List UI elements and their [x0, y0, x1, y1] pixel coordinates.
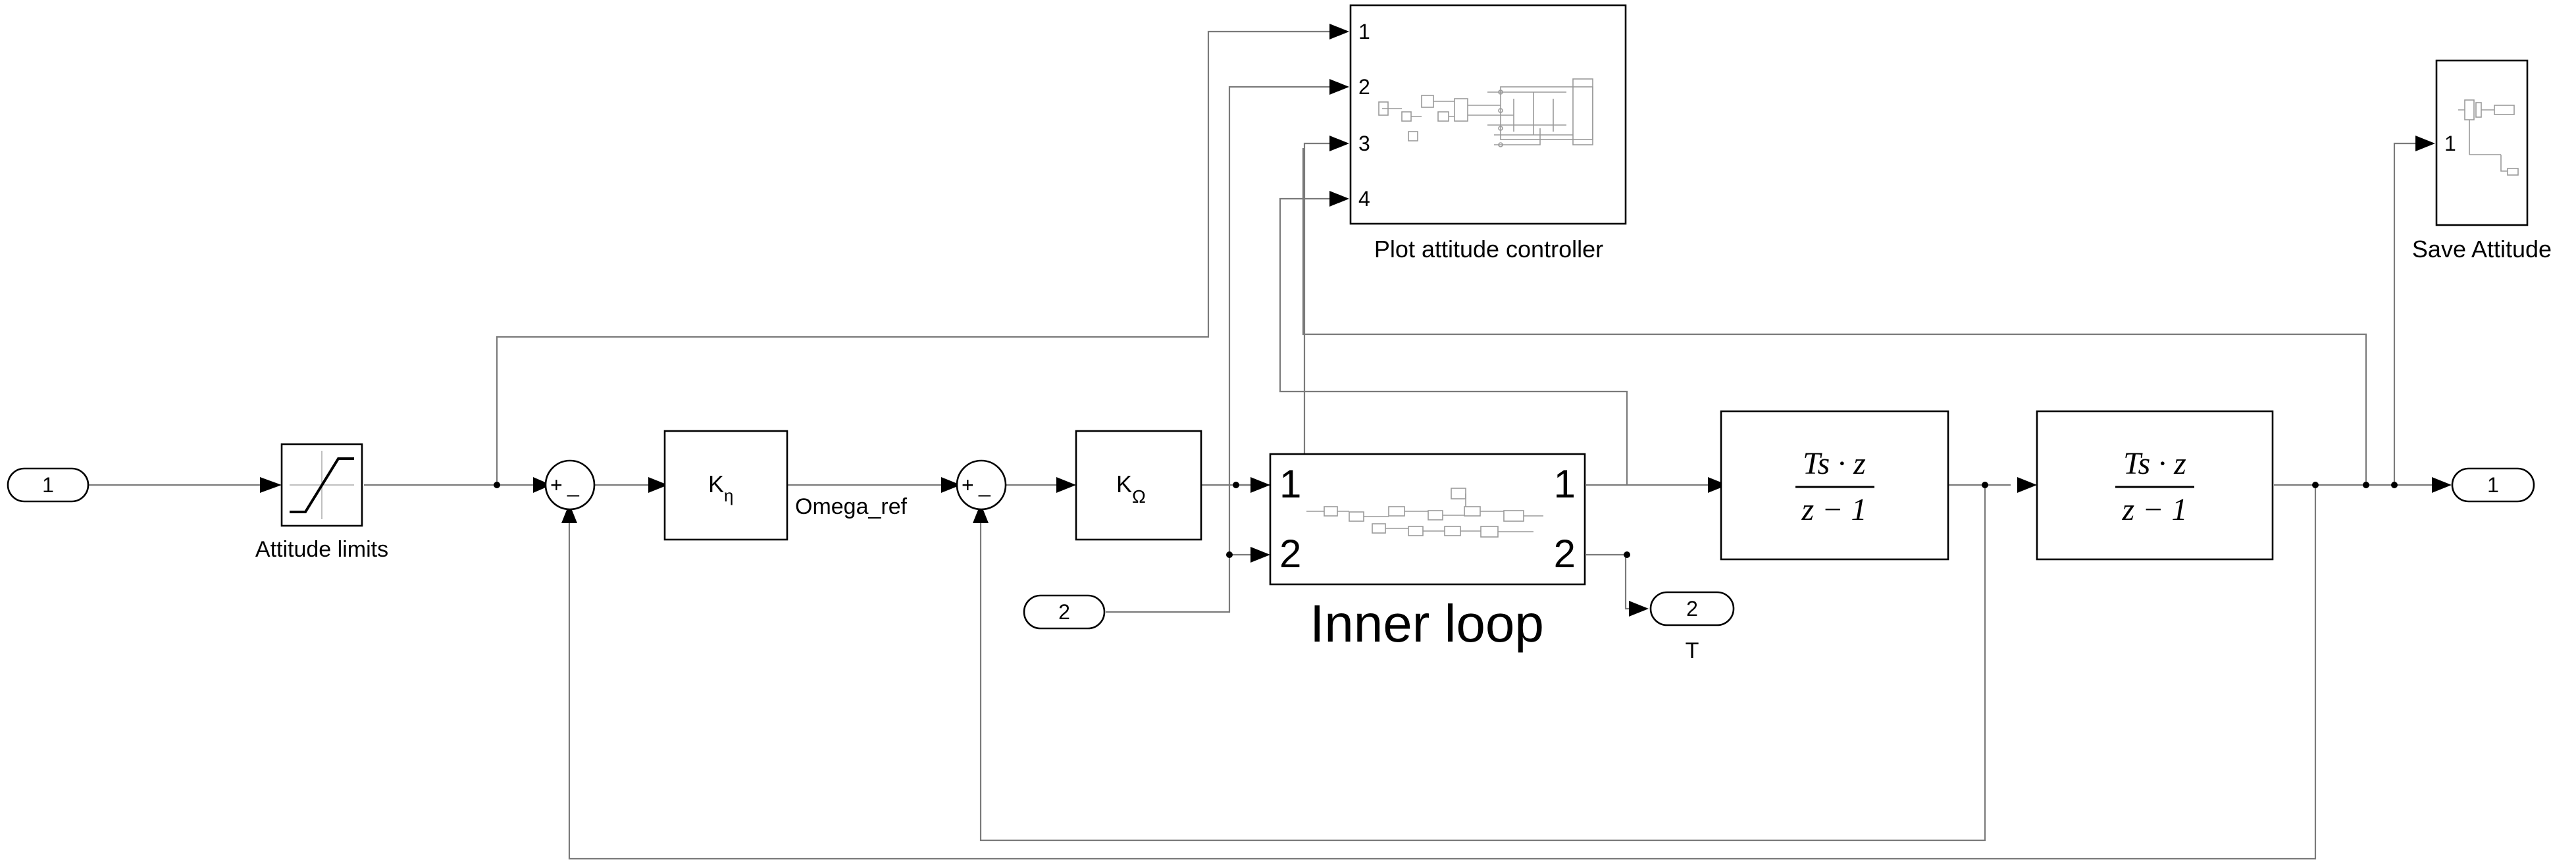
inner-loop-name: Inner loop [1310, 594, 1544, 653]
save-port-label: 1 [2444, 132, 2456, 155]
inport-2[interactable]: 2 [1023, 594, 1106, 630]
plot-name: Plot attitude controller [1374, 236, 1603, 263]
gain-eta-subscript: η [724, 486, 733, 505]
gain-omega-block[interactable]: K Ω [1075, 430, 1202, 541]
plot-preview-icon [1378, 78, 1593, 147]
subsystem-preview-icon [1306, 488, 1543, 538]
saturation-name: Attitude limits [255, 537, 388, 562]
outport-1-label: 1 [2487, 473, 2499, 497]
gain-omega-symbol: K [1116, 470, 1132, 497]
inner-loop-out1-label: 1 [1554, 462, 1576, 506]
sum2-plus: + [962, 473, 974, 497]
inport-2-label: 2 [1058, 600, 1070, 624]
integrator2-numerator: Ts · z [2123, 446, 2186, 481]
integrator1-denominator: z − 1 [1801, 492, 1867, 527]
sum1-minus: _ [567, 473, 580, 497]
gain-eta-block[interactable]: K η [663, 430, 788, 541]
outport-2-label: 2 [1686, 597, 1698, 621]
discrete-integrator-2[interactable]: Ts · z z − 1 [2036, 410, 2274, 561]
saturation-block[interactable]: Attitude limits [255, 443, 388, 562]
integrator2-denominator: z − 1 [2121, 492, 2187, 527]
outport-2[interactable]: 2 T [1649, 591, 1735, 663]
inner-loop-in2-label: 2 [1279, 532, 1301, 576]
sum-block-2[interactable]: + _ [956, 459, 1007, 511]
outport-1[interactable]: 1 [2451, 467, 2535, 503]
inner-loop-in1-label: 1 [1279, 462, 1301, 506]
signal-wires [89, 30, 2438, 860]
inport-1-label: 1 [42, 473, 54, 497]
gain-omega-subscript: Ω [1132, 486, 1146, 507]
plot-attitude-controller-subsystem[interactable]: 1 2 3 4 Plot attitude controller [1349, 4, 1627, 263]
plot-port-3-label: 3 [1358, 132, 1370, 155]
plot-port-2-label: 2 [1358, 75, 1370, 99]
plot-port-1-label: 1 [1358, 20, 1370, 43]
inner-loop-out2-label: 2 [1554, 532, 1576, 576]
arrowheads [260, 24, 2452, 617]
saturation-icon [290, 457, 354, 513]
integrator1-numerator: Ts · z [1803, 446, 1866, 481]
sum-block-1[interactable]: + _ [544, 459, 596, 511]
plot-port-4-label: 4 [1358, 187, 1370, 211]
inner-loop-subsystem[interactable]: 1 2 1 2 Inner loop [1269, 453, 1586, 653]
gain-eta-symbol: K [708, 470, 724, 497]
outport-2-name: T [1686, 638, 1699, 663]
save-name: Save Attitude [2412, 236, 2552, 263]
save-attitude-subsystem[interactable]: 1 Save Attitude [2412, 59, 2552, 263]
save-preview-icon [2458, 99, 2519, 176]
inport-1[interactable]: 1 [7, 467, 90, 503]
branch-points [494, 482, 2398, 558]
sum1-plus: + [550, 473, 563, 497]
discrete-integrator-1[interactable]: Ts · z z − 1 [1720, 410, 1949, 561]
sum2-minus: _ [978, 473, 991, 497]
omega-ref-signal-label: Omega_ref [795, 494, 908, 519]
